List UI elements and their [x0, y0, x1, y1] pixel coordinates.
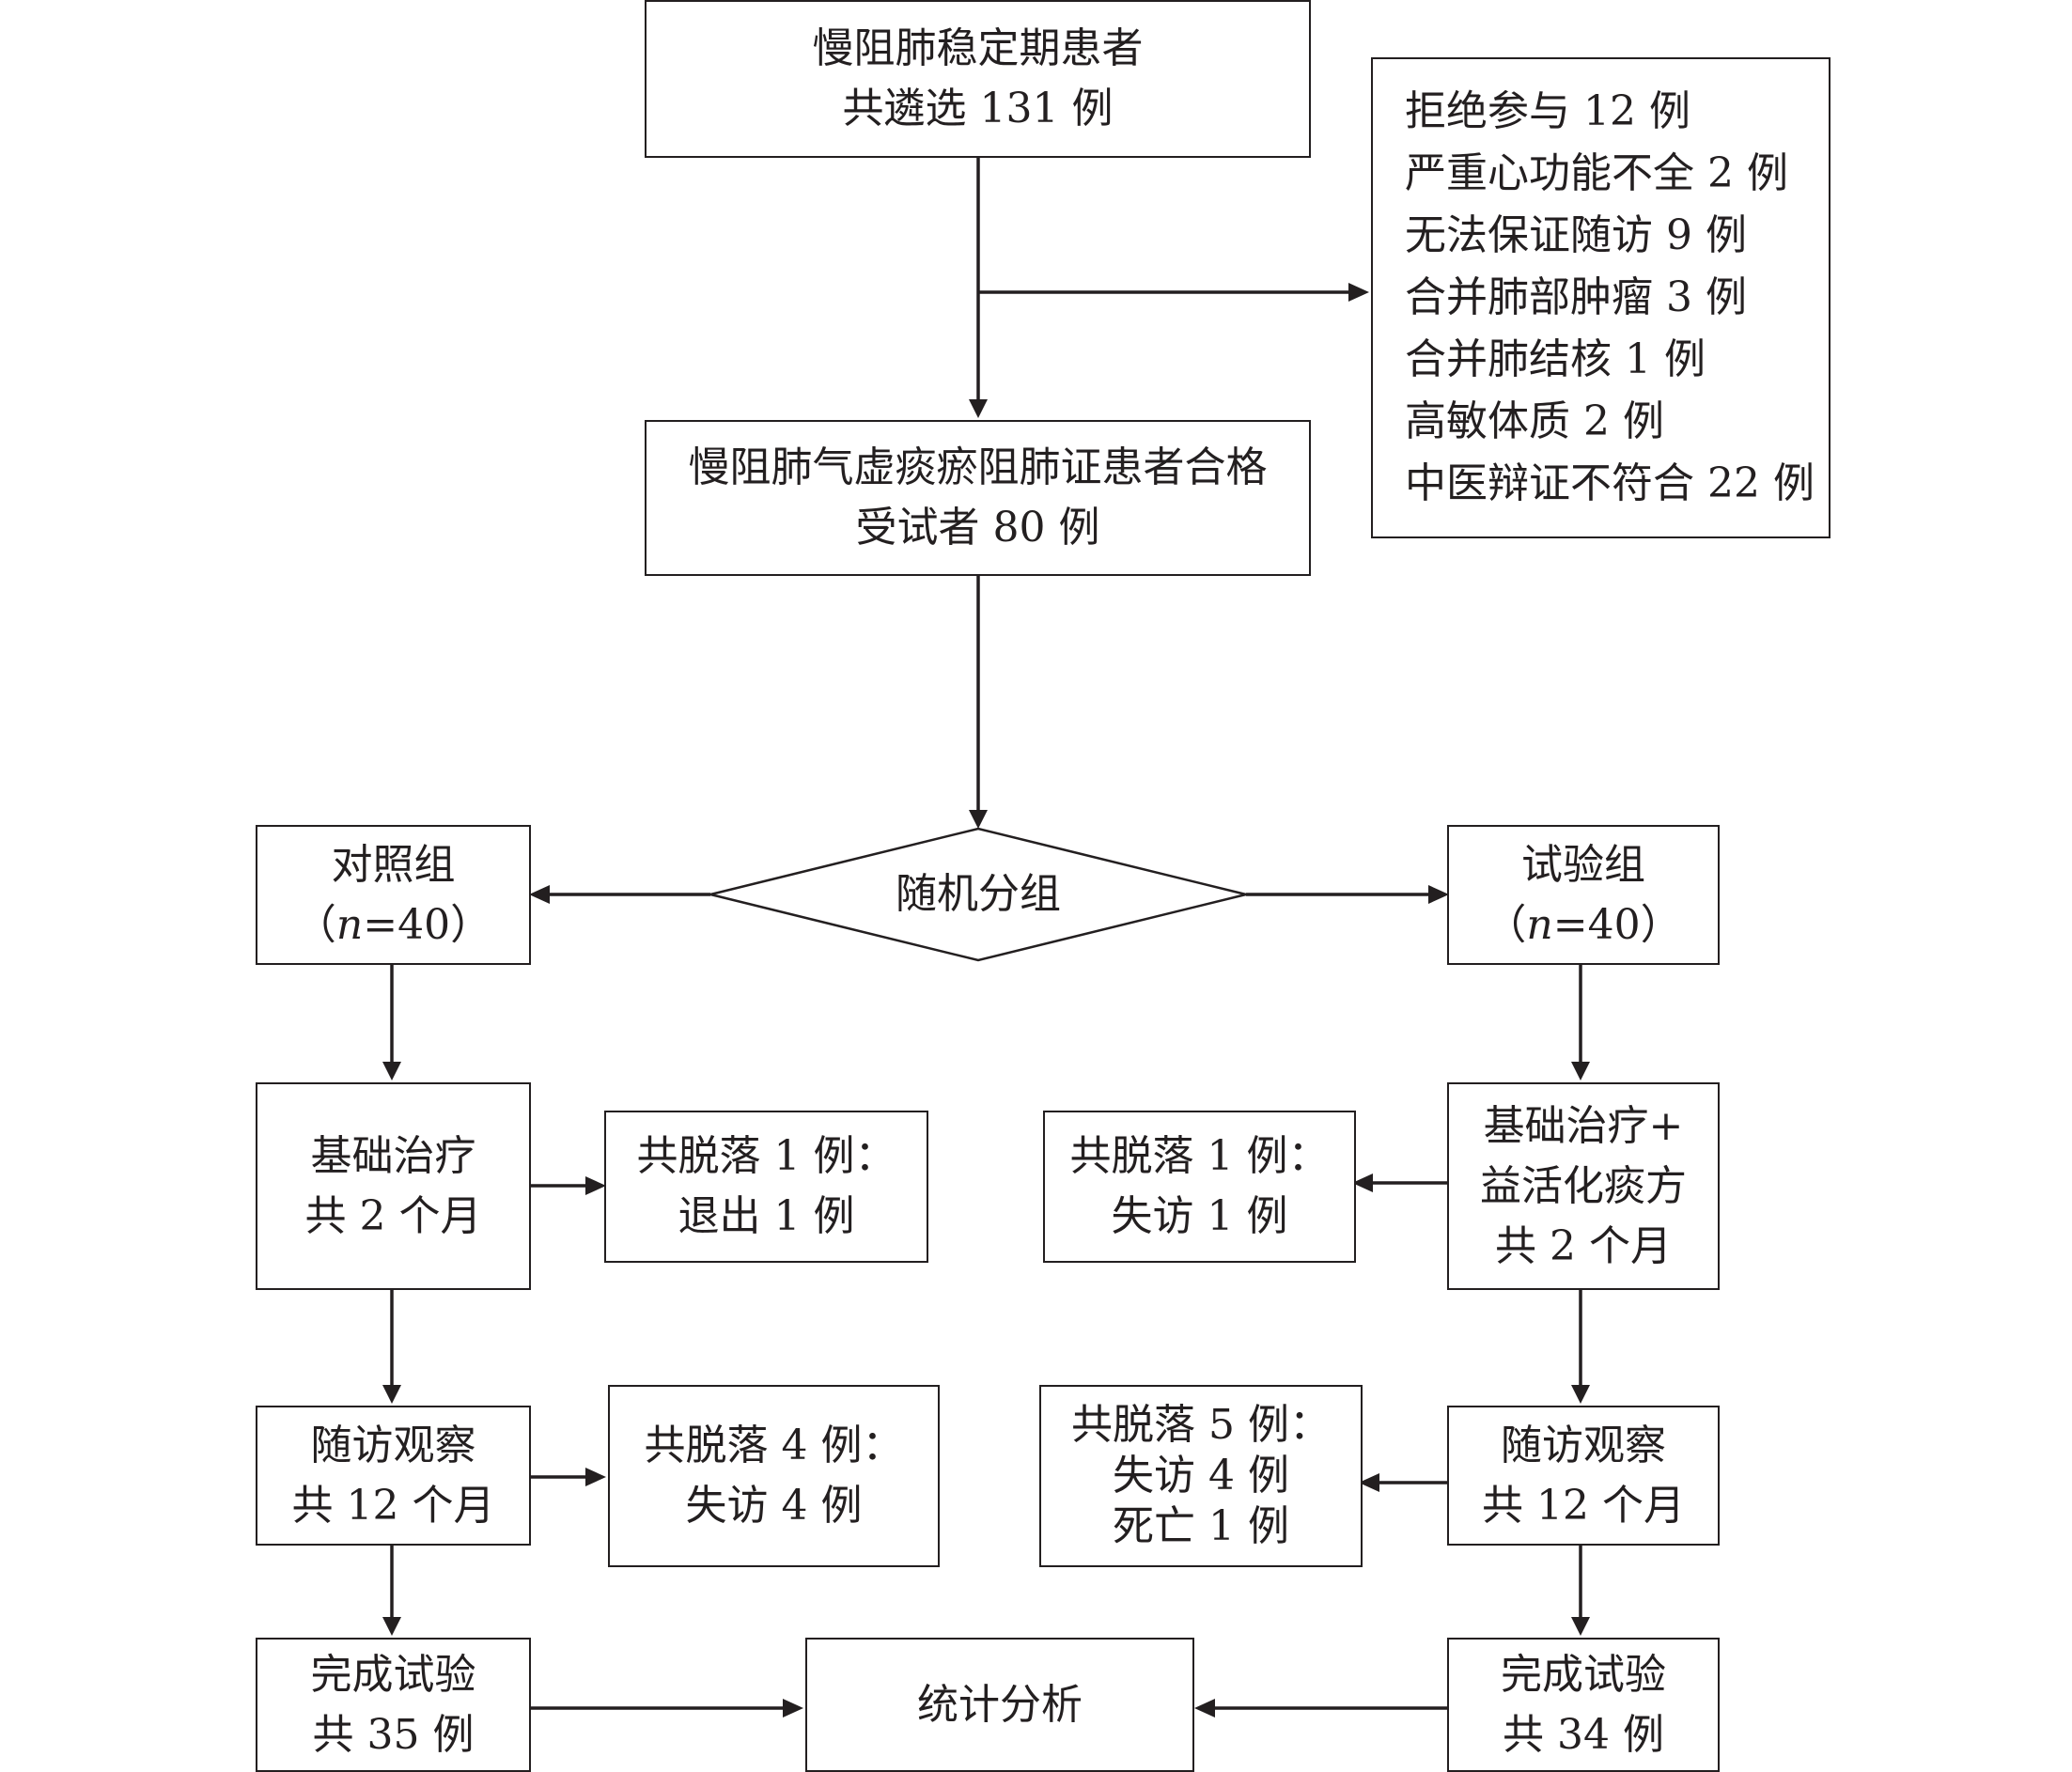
trial-followup-dropout-box: 共脱落 5 例： 失访 4 例 死亡 1 例 — [1039, 1385, 1363, 1567]
exclusion-item: 严重心功能不全 2 例 — [1405, 149, 1788, 197]
arrowhead — [1348, 283, 1369, 302]
control-followup-dropout-box: 共脱落 4 例： 失访 4 例 — [608, 1385, 940, 1567]
trial-followup-dropout-death: 死亡 1 例 — [1113, 1502, 1289, 1550]
control-group-n: （n=40） — [294, 900, 492, 949]
analysis-box: 统计分析 — [805, 1638, 1194, 1772]
control-followup-dropout-total: 共脱落 4 例： — [644, 1422, 904, 1469]
trial-followup-name: 随访观察 — [1501, 1421, 1666, 1469]
control-group-box: 对照组 （n=40） — [256, 825, 531, 965]
arrowhead — [1571, 1617, 1590, 1636]
trial-treatment-dropout-reason: 失访 1 例 — [1111, 1192, 1288, 1240]
control-group-title: 对照组 — [331, 840, 456, 889]
exclusion-item: 无法保证随访 9 例 — [1405, 211, 1747, 259]
trial-completed-label: 完成试验 — [1501, 1650, 1666, 1699]
arrowhead — [1571, 1062, 1590, 1080]
arrowhead — [969, 810, 988, 829]
control-treatment-dropout-box: 共脱落 1 例： 退出 1 例 — [604, 1111, 928, 1263]
trial-followup-box: 随访观察 共 12 个月 — [1447, 1406, 1720, 1546]
arrowhead — [1571, 1385, 1590, 1404]
control-treatment-box: 基础治疗 共 2 个月 — [256, 1082, 531, 1290]
arrowhead — [1194, 1699, 1215, 1718]
control-completed-count: 共 35 例 — [312, 1710, 475, 1759]
arrowhead — [585, 1468, 606, 1486]
arrowhead — [529, 885, 550, 904]
trial-followup-dropout-lost: 失访 4 例 — [1113, 1452, 1289, 1500]
arrowhead — [382, 1385, 401, 1404]
arrowhead — [969, 399, 988, 418]
analysis-label: 统计分析 — [917, 1680, 1083, 1729]
trial-followup-dropout-total: 共脱落 5 例： — [1071, 1401, 1331, 1449]
trial-group-box: 试验组 （n=40） — [1447, 825, 1720, 965]
screening-count: 共遴选 131 例 — [842, 85, 1114, 132]
control-followup-duration: 共 12 个月 — [291, 1481, 495, 1530]
trial-treatment-duration: 共 2 个月 — [1495, 1221, 1672, 1270]
arrowhead — [382, 1062, 401, 1080]
trial-completed-box: 完成试验 共 34 例 — [1447, 1638, 1720, 1772]
randomization-label: 随机分组 — [896, 870, 1061, 918]
control-treatment-dropout-reason: 退出 1 例 — [678, 1192, 855, 1240]
exclusion-item: 高敏体质 2 例 — [1405, 397, 1664, 445]
trial-treatment-dropout-box: 共脱落 1 例： 失访 1 例 — [1043, 1111, 1356, 1263]
control-treatment-name: 基础治疗 — [310, 1131, 476, 1180]
trial-completed-count: 共 34 例 — [1503, 1710, 1664, 1759]
control-treatment-duration: 共 2 个月 — [304, 1191, 482, 1240]
exclusion-item: 中医辩证不符合 22 例 — [1405, 459, 1815, 507]
exclusion-item: 拒绝参与 12 例 — [1405, 87, 1690, 135]
eligible-title: 慢阻肺气虚痰瘀阻肺证患者合格 — [688, 443, 1268, 491]
trial-group-title: 试验组 — [1521, 840, 1645, 889]
trial-treatment-box: 基础治疗+ 益活化痰方 共 2 个月 — [1447, 1082, 1720, 1290]
control-treatment-dropout-total: 共脱落 1 例： — [636, 1132, 896, 1180]
exclusion-item: 合并肺部肿瘤 3 例 — [1405, 273, 1747, 321]
trial-treatment-dropout-total: 共脱落 1 例： — [1069, 1132, 1330, 1180]
arrowhead — [1352, 1174, 1373, 1192]
arrowhead — [1359, 1473, 1379, 1492]
trial-group-n: （n=40） — [1485, 900, 1682, 949]
arrowhead — [382, 1617, 401, 1636]
control-completed-label: 完成试验 — [310, 1650, 476, 1699]
screening-title: 慢阻肺稳定期患者 — [812, 24, 1144, 72]
eligible-count: 受试者 80 例 — [855, 504, 1100, 552]
control-completed-box: 完成试验 共 35 例 — [256, 1638, 531, 1772]
eligible-box: 慢阻肺气虚痰瘀阻肺证患者合格 受试者 80 例 — [645, 420, 1311, 576]
screening-box: 慢阻肺稳定期患者 共遴选 131 例 — [645, 0, 1311, 158]
exclusions-box: 拒绝参与 12 例 严重心功能不全 2 例 无法保证随访 9 例 合并肺部肿瘤 … — [1371, 57, 1831, 538]
control-followup-dropout-reason: 失访 4 例 — [685, 1482, 863, 1530]
control-followup-box: 随访观察 共 12 个月 — [256, 1406, 531, 1546]
trial-treatment-base: 基础治疗+ — [1483, 1101, 1684, 1150]
trial-treatment-formula: 益活化痰方 — [1480, 1161, 1687, 1210]
arrowhead — [1428, 885, 1449, 904]
trial-followup-duration: 共 12 个月 — [1482, 1481, 1685, 1530]
arrowhead — [585, 1176, 606, 1195]
control-followup-name: 随访观察 — [310, 1421, 476, 1469]
arrowhead — [783, 1699, 803, 1718]
exclusion-item: 合并肺结核 1 例 — [1405, 335, 1706, 383]
